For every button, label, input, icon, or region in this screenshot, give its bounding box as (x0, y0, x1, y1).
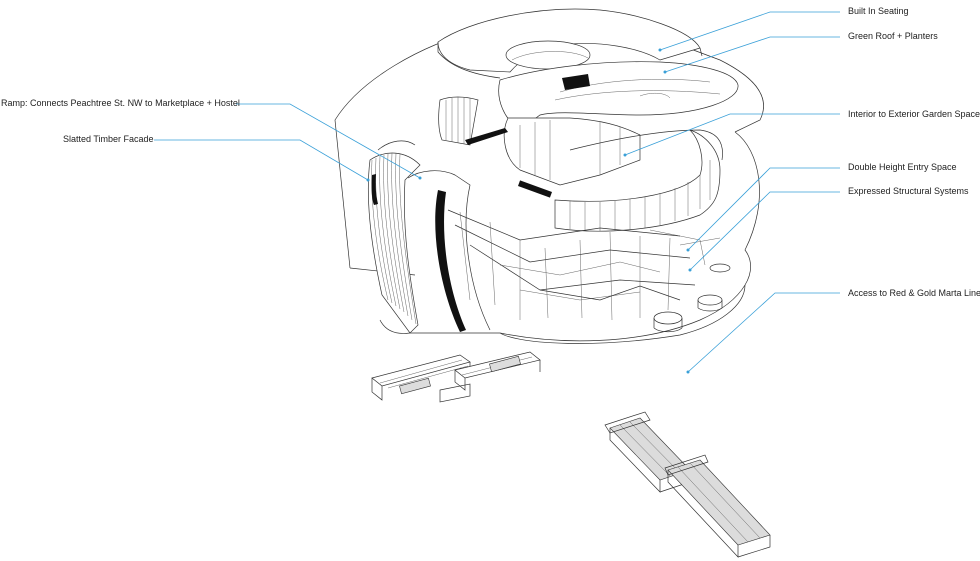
upper-terrace-rail (569, 129, 723, 161)
label-double-height: Double Height Entry Space (848, 162, 957, 172)
label-green-roof: Green Roof + Planters (848, 31, 938, 41)
left-drum (438, 96, 479, 146)
leader-built-in-seating (659, 11, 840, 51)
leader-double-height (687, 167, 840, 251)
label-ramp: Ramp: Connects Peachtree St. NW to Marke… (1, 98, 240, 108)
escalator-group-right (604, 411, 771, 558)
leader-lines (154, 11, 840, 374)
label-marta-access: Access to Red & Gold Marta Lines (848, 288, 980, 298)
slatted-timber-facade (371, 140, 417, 325)
ramp-dark-edge (435, 190, 466, 332)
roof-opening-inner (511, 51, 589, 61)
escalator-group-left (371, 351, 541, 403)
left-drum-mullions (445, 97, 471, 145)
label-slatted-timber: Slatted Timber Facade (63, 134, 154, 144)
roof-canopy (437, 8, 701, 73)
black-accent-2 (465, 128, 508, 145)
ramp-structure (368, 152, 421, 334)
leader-green-roof (664, 36, 840, 73)
label-built-in-seating: Built In Seating (848, 6, 909, 16)
core-wall (503, 117, 641, 186)
black-stair-roof (562, 74, 590, 90)
leader-structural (689, 191, 840, 271)
structural-frame (447, 209, 721, 321)
garden-curtain-mullions (569, 160, 711, 231)
leader-ramp (236, 103, 421, 179)
garden-curtain-wall (554, 129, 721, 232)
ground-level-elements (653, 263, 731, 333)
podium-base (379, 284, 746, 344)
black-accent-1 (517, 180, 553, 198)
leader-slatted-timber (154, 139, 369, 181)
leader-interior-exterior (624, 113, 840, 156)
leader-marta-access (687, 292, 840, 373)
core-wall-lines (519, 120, 621, 180)
ramp-deck (407, 170, 491, 331)
roof-canopy-edge (437, 42, 703, 79)
building-axonometric (334, 8, 764, 344)
label-interior-exterior: Interior to Exterior Garden Space (848, 109, 980, 119)
roof-opening (505, 40, 591, 70)
label-structural: Expressed Structural Systems (848, 186, 969, 196)
